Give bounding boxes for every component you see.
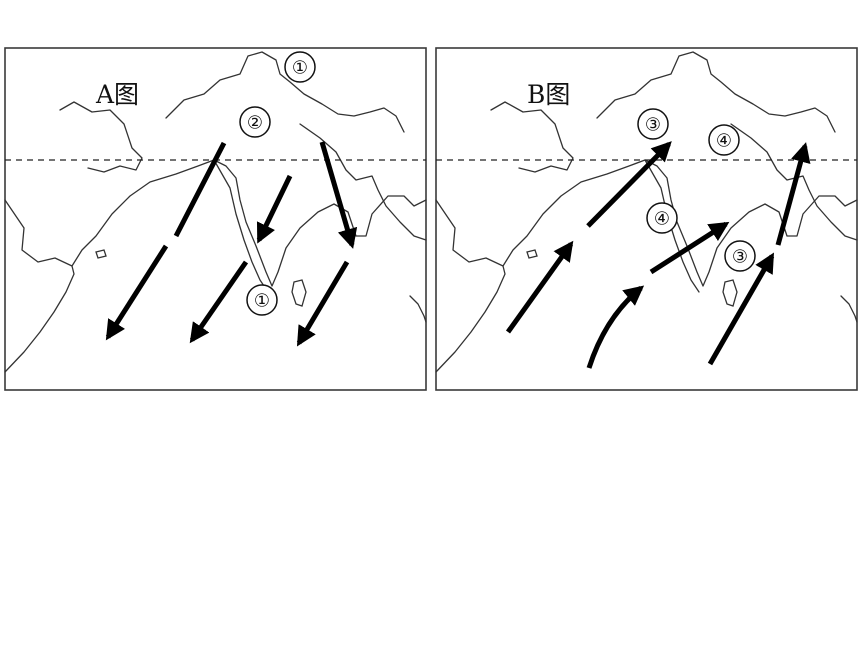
map-b-label-4-north: ④ bbox=[708, 124, 740, 156]
label-text: ④ bbox=[716, 131, 732, 152]
map-a-asia-coast bbox=[4, 159, 427, 287]
map-a-coastline bbox=[4, 51, 427, 373]
label-text: ④ bbox=[654, 209, 670, 230]
map-a-frame bbox=[4, 47, 427, 391]
wind-arrow bbox=[649, 221, 730, 275]
map-a-east-coast bbox=[299, 123, 427, 241]
map-b-east-coast bbox=[730, 123, 858, 241]
label-circle bbox=[284, 51, 316, 83]
map-a: A图 ① ② ① bbox=[4, 47, 427, 391]
label-circle bbox=[246, 284, 278, 316]
label-text: ① bbox=[292, 58, 308, 79]
wind-arrow bbox=[505, 240, 574, 334]
label-text: ③ bbox=[732, 247, 748, 268]
label-circle bbox=[708, 124, 740, 156]
map-a-se-land bbox=[409, 295, 427, 323]
wind-arrow bbox=[296, 260, 350, 347]
wind-arrow bbox=[586, 285, 645, 369]
map-b-sri-lanka bbox=[722, 279, 738, 307]
wind-arrow bbox=[189, 260, 249, 344]
wind-arrow bbox=[105, 244, 169, 341]
map-b-label-3-north: ③ bbox=[637, 108, 669, 140]
map-a-africa-coast bbox=[4, 265, 75, 373]
map-a-north-boundary bbox=[165, 51, 405, 133]
map-b-north-boundary bbox=[596, 51, 836, 133]
label-text: ① bbox=[254, 291, 270, 312]
wind-arrow bbox=[319, 141, 358, 249]
wind-arrow bbox=[586, 141, 672, 228]
label-circle bbox=[646, 202, 678, 234]
map-a-peninsula-west bbox=[213, 159, 269, 293]
label-text: ③ bbox=[645, 115, 661, 136]
map-b-title: B图 bbox=[527, 80, 570, 109]
map-a-label-1-south: ① bbox=[246, 284, 278, 316]
label-circle bbox=[724, 240, 756, 272]
label-circle bbox=[239, 106, 271, 138]
label-circle bbox=[637, 108, 669, 140]
label-text: ② bbox=[247, 113, 263, 134]
map-a-socotra bbox=[95, 249, 107, 259]
map-b-gulf-coast bbox=[490, 101, 574, 173]
map-b: B图 ③ ④ ④ ③ bbox=[435, 47, 858, 391]
wind-arrow bbox=[707, 252, 775, 366]
map-a-sri-lanka bbox=[291, 279, 307, 307]
map-a-label-1-north: ① bbox=[284, 51, 316, 83]
map-a-label-2: ② bbox=[239, 106, 271, 138]
map-b-peninsula-west bbox=[644, 159, 700, 293]
wind-arrow-segment bbox=[173, 141, 227, 238]
map-b-label-4-south: ④ bbox=[646, 202, 678, 234]
map-b-wind-arrows bbox=[505, 141, 811, 369]
map-b-africa-coast bbox=[435, 265, 506, 373]
map-b-label-3-south: ③ bbox=[724, 240, 756, 272]
map-a-gulf-coast bbox=[59, 101, 143, 173]
map-b-se-land bbox=[840, 295, 858, 323]
map-b-socotra bbox=[526, 249, 538, 259]
map-a-title: A图 bbox=[95, 80, 139, 109]
wind-arrow bbox=[775, 142, 811, 246]
map-a-wind-arrows bbox=[105, 141, 358, 347]
wind-arrow bbox=[256, 174, 293, 244]
